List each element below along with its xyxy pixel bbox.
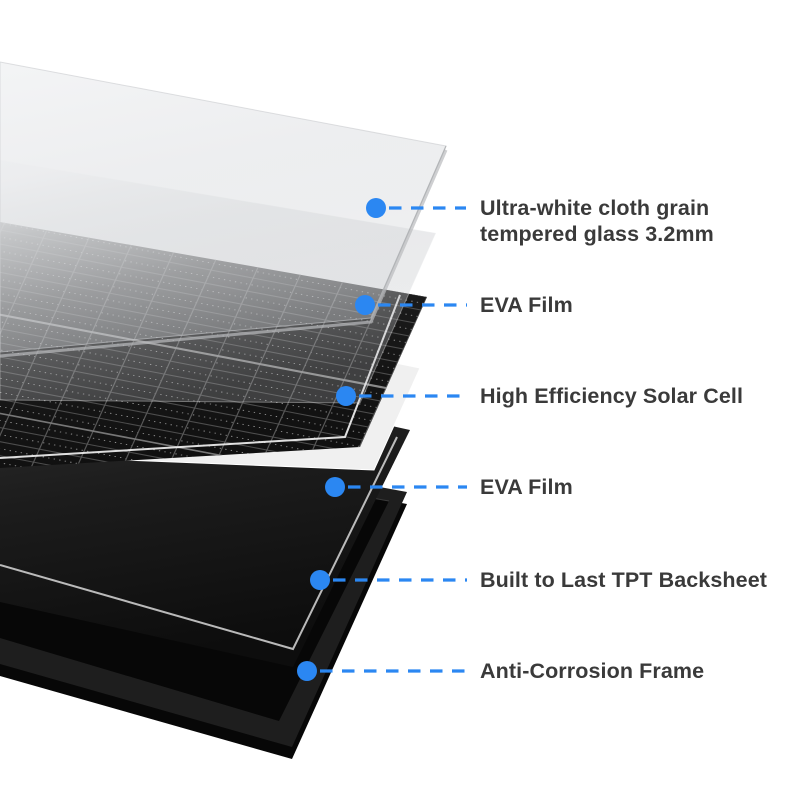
marker-dot-eva-bottom — [325, 477, 345, 497]
marker-dot-glass — [366, 198, 386, 218]
layer-label-tempered-glass: Ultra-white cloth grain tempered glass 3… — [480, 196, 714, 246]
layer-label-solar-cell: High Efficiency Solar Cell — [480, 384, 744, 408]
marker-dot-frame — [297, 661, 317, 681]
glass-right-edge-line — [370, 145, 447, 319]
marker-dot-solar-cell — [336, 386, 356, 406]
layer-label-eva-film-bottom: EVA Film — [480, 475, 573, 499]
layer-label-eva-film-top: EVA Film — [480, 293, 573, 317]
marker-dot-backsheet — [310, 570, 330, 590]
backsheet-edge-highlight — [0, 436, 398, 651]
marker-dot-eva-top — [355, 295, 375, 315]
layer-label-tpt-backsheet: Built to Last TPT Backsheet — [480, 568, 768, 592]
annotation-markers — [320, 206, 467, 673]
layer-label-anti-corrosion-frame: Anti-Corrosion Frame — [480, 659, 705, 683]
annotation-dots — [297, 198, 386, 681]
glass-layer — [0, 61, 448, 358]
